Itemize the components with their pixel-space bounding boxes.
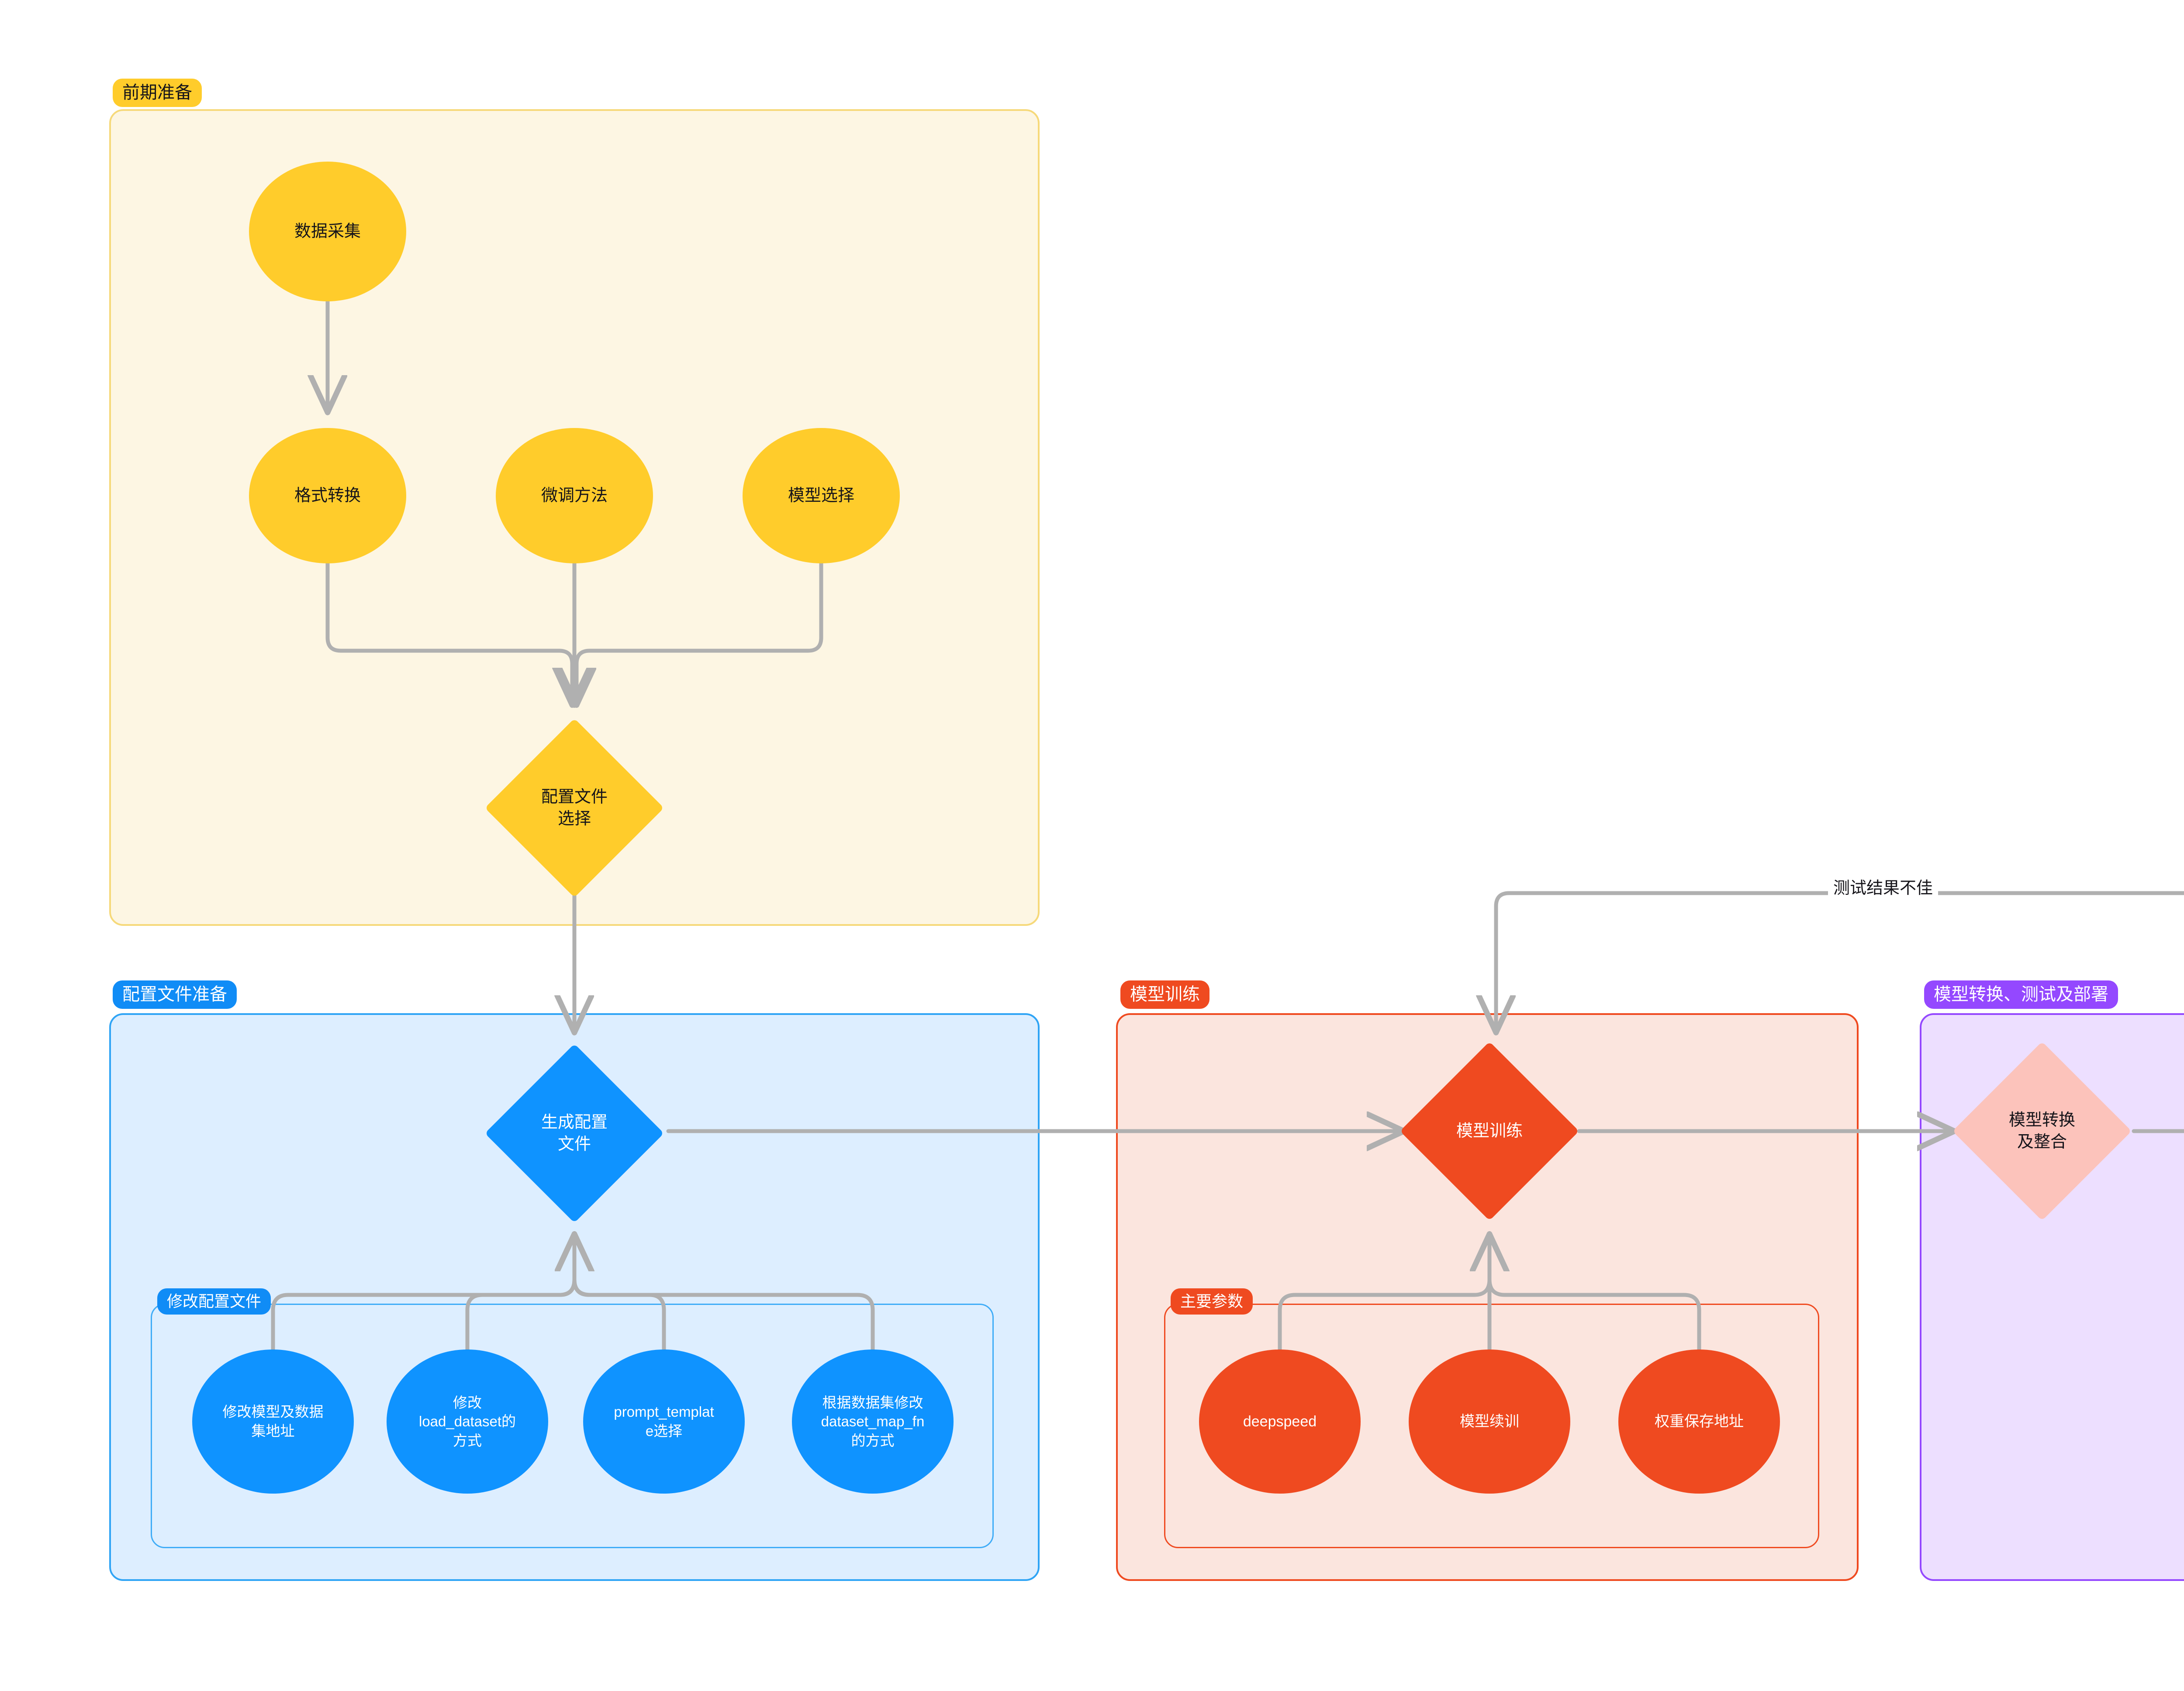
node-label-deepspeed: deepspeed	[1243, 1413, 1317, 1430]
node-model-selection[interactable]: 模型选择	[743, 428, 900, 563]
node-model-training[interactable]: 模型训练	[1400, 1041, 1579, 1221]
node-model-convert[interactable]: 模型转换 及整合	[1952, 1041, 2132, 1221]
node-data-collection[interactable]: 数据采集	[249, 162, 406, 301]
node-deepspeed[interactable]: deepspeed	[1199, 1349, 1361, 1494]
node-label-format-convert: 格式转换	[294, 486, 361, 505]
node-modify-model-path[interactable]: 修改模型及数据 集地址	[192, 1349, 354, 1494]
node-label-modify-load-dataset: 修改 load_dataset的 方式	[419, 1394, 516, 1449]
cluster-label-deploy: 模型转换、测试及部署	[1924, 980, 2118, 1009]
node-dataset-map-fn[interactable]: 根据数据集修改 dataset_map_fn 的方式	[792, 1349, 954, 1494]
node-label-generate-config: 生成配置 文件	[541, 1113, 608, 1153]
node-label-resume-training: 模型续训	[1460, 1413, 1519, 1430]
node-config-file-select[interactable]: 配置文件 选择	[484, 718, 664, 898]
node-label-data-collection: 数据采集	[294, 222, 361, 241]
node-label-prompt-template: prompt_templat e选择	[614, 1404, 714, 1439]
node-label-model-convert: 模型转换 及整合	[2008, 1111, 2075, 1151]
node-format-convert[interactable]: 格式转换	[249, 428, 406, 563]
node-finetune-method[interactable]: 微调方法	[496, 428, 653, 563]
node-modify-load-dataset[interactable]: 修改 load_dataset的 方式	[387, 1349, 548, 1494]
cluster-label-training: 模型训练	[1120, 980, 1209, 1009]
node-label-dataset-map-fn: 根据数据集修改 dataset_map_fn 的方式	[821, 1394, 925, 1449]
edge-label-retrain-feedback: 测试结果不佳	[1828, 873, 1939, 899]
node-prompt-template[interactable]: prompt_templat e选择	[583, 1349, 745, 1494]
node-label-modify-model-path: 修改模型及数据 集地址	[222, 1404, 324, 1439]
node-generate-config[interactable]: 生成配置 文件	[484, 1043, 664, 1223]
node-label-model-selection: 模型选择	[788, 486, 854, 505]
node-resume-training[interactable]: 模型续训	[1409, 1349, 1570, 1494]
edge-chat-test-to-model-training-feedback	[1496, 891, 2184, 1031]
node-weight-save-path[interactable]: 权重保存地址	[1618, 1349, 1780, 1494]
node-label-weight-save-path: 权重保存地址	[1655, 1413, 1744, 1430]
cluster-label-prep: 前期准备	[113, 79, 202, 107]
cluster-label-modify-config: 修改配置文件	[157, 1288, 271, 1315]
cluster-label-config: 配置文件准备	[113, 980, 237, 1009]
node-label-finetune-method: 微调方法	[541, 486, 608, 505]
node-label-config-file-select: 配置文件 选择	[541, 787, 608, 828]
cluster-label-main-params: 主要参数	[1171, 1288, 1253, 1315]
node-label-model-training: 模型训练	[1456, 1122, 1523, 1140]
